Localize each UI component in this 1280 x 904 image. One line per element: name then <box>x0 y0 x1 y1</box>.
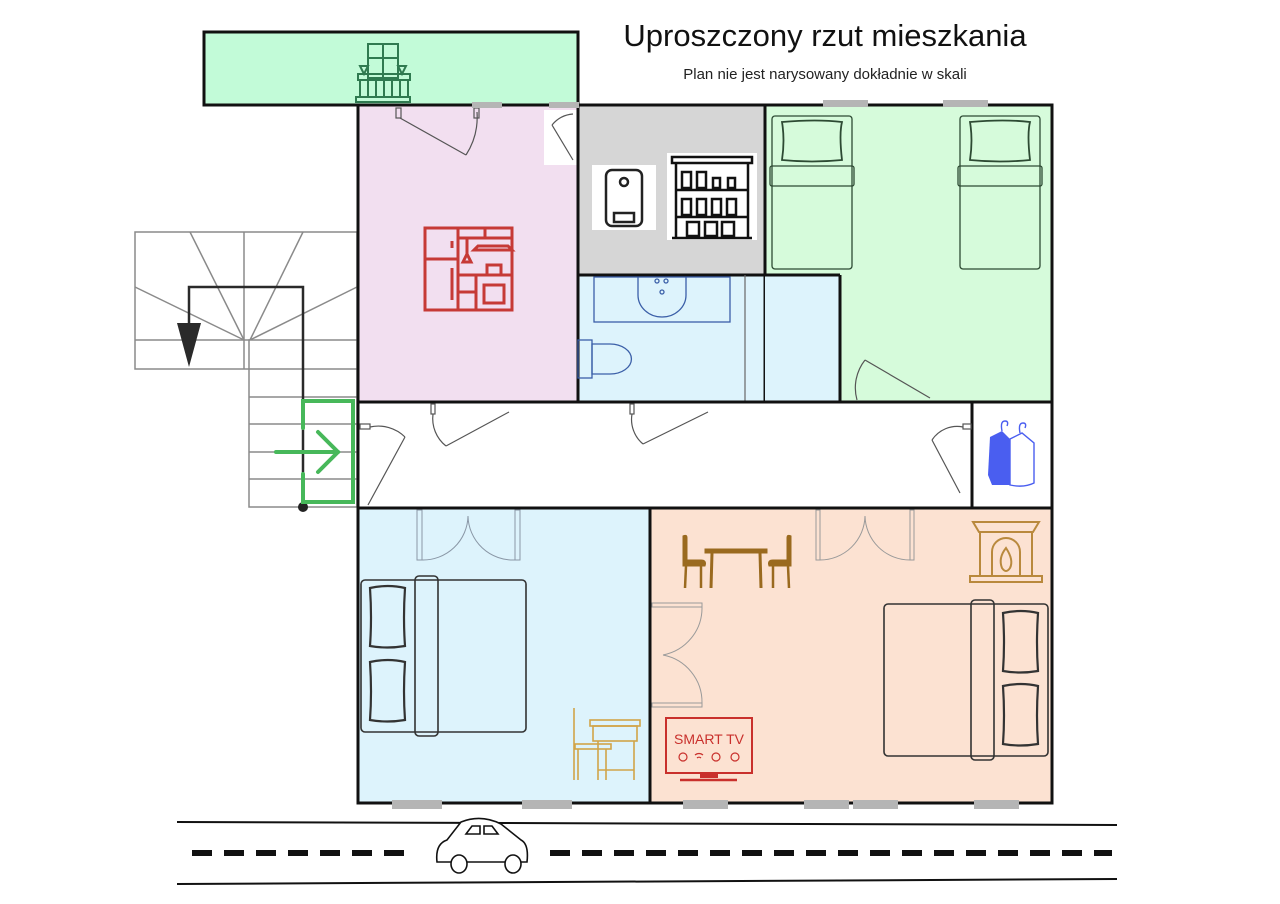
fireplace-icon <box>969 521 1043 583</box>
dining-table-icon <box>682 534 792 589</box>
smart-tv-icon: SMART TV <box>665 717 753 782</box>
clothes-hanger-icon <box>988 420 1035 487</box>
storage-door[interactable] <box>551 113 574 161</box>
windows <box>392 100 1019 809</box>
hallway-doors[interactable] <box>359 403 972 506</box>
plan-title: Uproszczony rzut mieszkania <box>623 18 1027 53</box>
pantry-shelf-icon <box>670 155 754 240</box>
balcony-icon <box>355 43 411 103</box>
room-hallway[interactable] <box>356 400 974 510</box>
single-bed-icon <box>957 115 1043 270</box>
bedroom-double-door[interactable] <box>416 509 521 561</box>
desk-chair-icon <box>573 708 641 780</box>
plan-subtitle: Plan nie jest narysowany dokładnie w ska… <box>683 66 967 83</box>
stair-direction-arrow-icon <box>177 285 308 512</box>
living-room-double-door[interactable] <box>651 509 915 708</box>
entrance-arrow-icon[interactable] <box>274 399 355 504</box>
tv-label: SMART TV <box>674 731 745 747</box>
toilet-icon <box>577 339 633 379</box>
room-bedroom[interactable] <box>356 506 652 805</box>
sink-icon <box>593 276 731 323</box>
room-bathroom-cover <box>765 275 840 402</box>
water-heater-icon <box>604 168 644 228</box>
double-bed-icon <box>883 599 1049 761</box>
double-bed-icon <box>360 575 527 737</box>
kitchen-icon <box>423 226 516 312</box>
street <box>176 821 1118 885</box>
kids-bedroom-door[interactable] <box>854 359 931 401</box>
single-bed-icon <box>769 115 855 270</box>
room-living-room[interactable] <box>648 506 1054 805</box>
car-icon <box>435 817 529 874</box>
